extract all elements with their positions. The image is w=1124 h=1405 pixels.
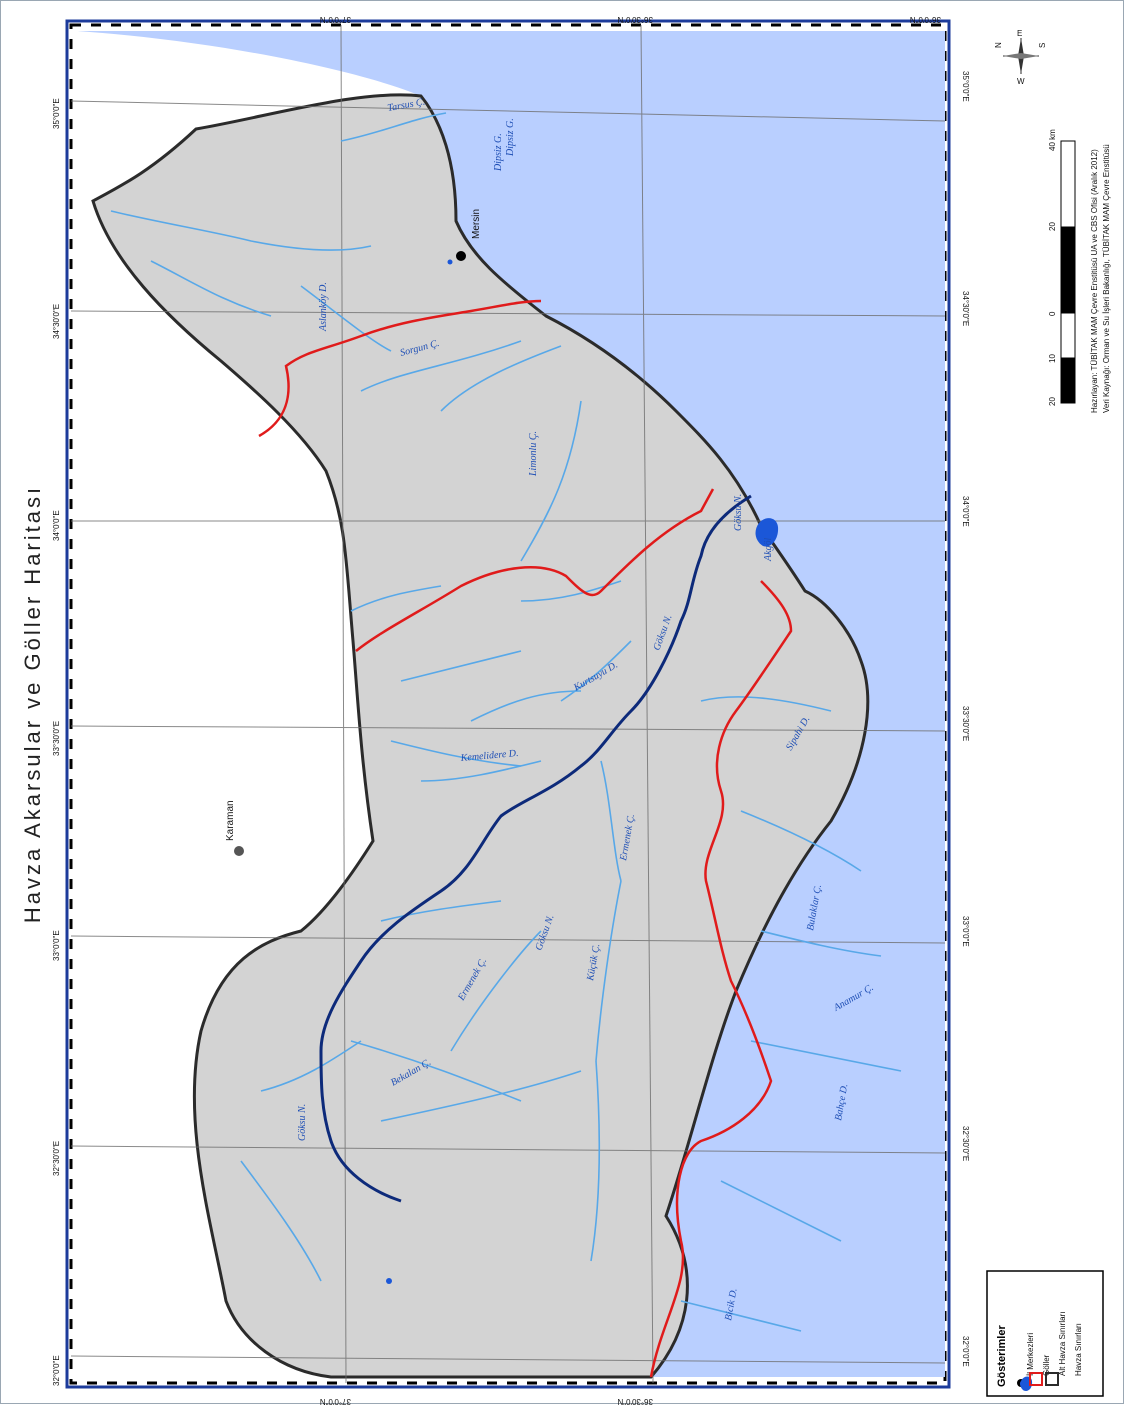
river-label-dipsiz-2: Dipsiz G. <box>505 118 516 157</box>
legend-item-goller: Göller <box>1042 1354 1051 1376</box>
lon-labels-left: 35°0'0"E 34°30'0"E 34°0'0"E 33°30'0"E 33… <box>52 98 61 1386</box>
scale-tick-20-left: 20 <box>1048 397 1057 406</box>
river-label-dipsiz-1: Dipsiz G. <box>493 133 504 172</box>
lon-labels-right: 35°0'0"E 34°30'0"E 34°0'0"E 33°30'0"E 33… <box>961 71 970 1367</box>
lat-labels-top: 37°0'0"N 36°30'0"N 36°0'0"N <box>320 15 941 24</box>
lat-label-36: 36°0'0"N <box>910 15 941 24</box>
legend-title: Gösterimler <box>996 1325 1008 1387</box>
mersin-label: Mersin <box>471 209 482 239</box>
lon-label-33: 33°0'0"E <box>52 930 61 961</box>
land-area-outside <box>77 31 421 1377</box>
lon-label-32-30-r: 32°30'0"E <box>961 1126 970 1161</box>
lon-label-33-30: 33°30'0"E <box>52 721 61 756</box>
scale-tick-20: 20 <box>1048 222 1057 231</box>
lon-label-33-r: 33°0'0"E <box>961 916 970 947</box>
lon-label-34-r: 34°0'0"E <box>961 496 970 527</box>
lon-label-34-30: 34°30'0"E <box>52 304 61 339</box>
place-names: Mersin Karaman <box>225 209 482 841</box>
scale-tick-0: 0 <box>1048 311 1057 316</box>
sea-area <box>77 31 945 1377</box>
karaman-label: Karaman <box>225 800 236 841</box>
compass-e: E <box>1017 29 1022 38</box>
legend-item-havza: Havza Sınırları <box>1074 1323 1083 1376</box>
lon-label-34: 34°0'0"E <box>52 510 61 541</box>
lon-label-32: 32°0'0"E <box>52 1355 61 1386</box>
compass: N E S W <box>994 29 1047 86</box>
river-label-goksu-1: Göksu N. <box>733 494 744 531</box>
river-label-limonlu: Limonlu Ç. <box>528 431 539 477</box>
compass-w: W <box>1017 77 1025 86</box>
lat-label-36-30: 36°30'0"N <box>617 15 653 24</box>
credit-prepared-by: Hazırlayan: TÜBİTAK MAM Çevre Enstitüsü … <box>1090 149 1099 413</box>
legend: Gösterimler İl Merkezleri Göller Alt Hav… <box>986 1270 1104 1397</box>
river-label-aslankoy: Aslanköy D. <box>318 282 329 332</box>
main-river-goksu <box>319 494 752 1203</box>
lat-labels-bottom: 37°0'0"N 36°30'0"N <box>320 1397 653 1405</box>
lat-label-37-b: 37°0'0"N <box>320 1397 351 1405</box>
sub-basin-boundaries <box>258 299 793 1378</box>
karaman-dot <box>234 846 244 856</box>
basin-area <box>91 93 870 1379</box>
lon-label-35: 35°0'0"E <box>52 98 61 129</box>
lon-label-33-30-r: 33°30'0"E <box>961 706 970 741</box>
scale-bar: 40 km 20 0 10 20 <box>1048 129 1076 406</box>
river-label-goksu-4: Göksu N. <box>297 1104 308 1141</box>
river-network <box>110 112 902 1332</box>
lon-label-35-r: 35°0'0"E <box>961 71 970 102</box>
credit-data-source: Veri Kaynağı: Orman ve Su İşleri Bakanlı… <box>1102 144 1111 413</box>
map-frame <box>65 19 951 1389</box>
compass-s: S <box>1038 43 1047 48</box>
river-label-kemelidere: Kemelidere D. <box>459 748 519 764</box>
graticule <box>70 24 946 1384</box>
province-centers <box>234 251 466 856</box>
lon-label-32-30: 32°30'0"E <box>52 1141 61 1176</box>
lon-label-32-r: 32°0'0"E <box>961 1336 970 1367</box>
legend-item-alt-havza: Alt Havza Sınırları <box>1058 1312 1067 1376</box>
lat-label-37: 37°0'0"N <box>320 15 351 24</box>
scale-tick-10: 10 <box>1048 354 1057 363</box>
river-label-akgol: Akgöl <box>763 537 774 562</box>
lat-label-36-30-b: 36°30'0"N <box>617 1397 653 1405</box>
mersin-dot <box>456 251 466 261</box>
compass-n: N <box>994 42 1003 48</box>
scale-tick-40km: 40 km <box>1048 129 1057 151</box>
lon-label-34-30-r: 34°30'0"E <box>961 291 970 326</box>
credits: Hazırlayan: TÜBİTAK MAM Çevre Enstitüsü … <box>1090 144 1111 413</box>
lakes <box>386 259 779 1284</box>
legend-item-il-merkezleri: İl Merkezleri <box>1026 1333 1035 1376</box>
